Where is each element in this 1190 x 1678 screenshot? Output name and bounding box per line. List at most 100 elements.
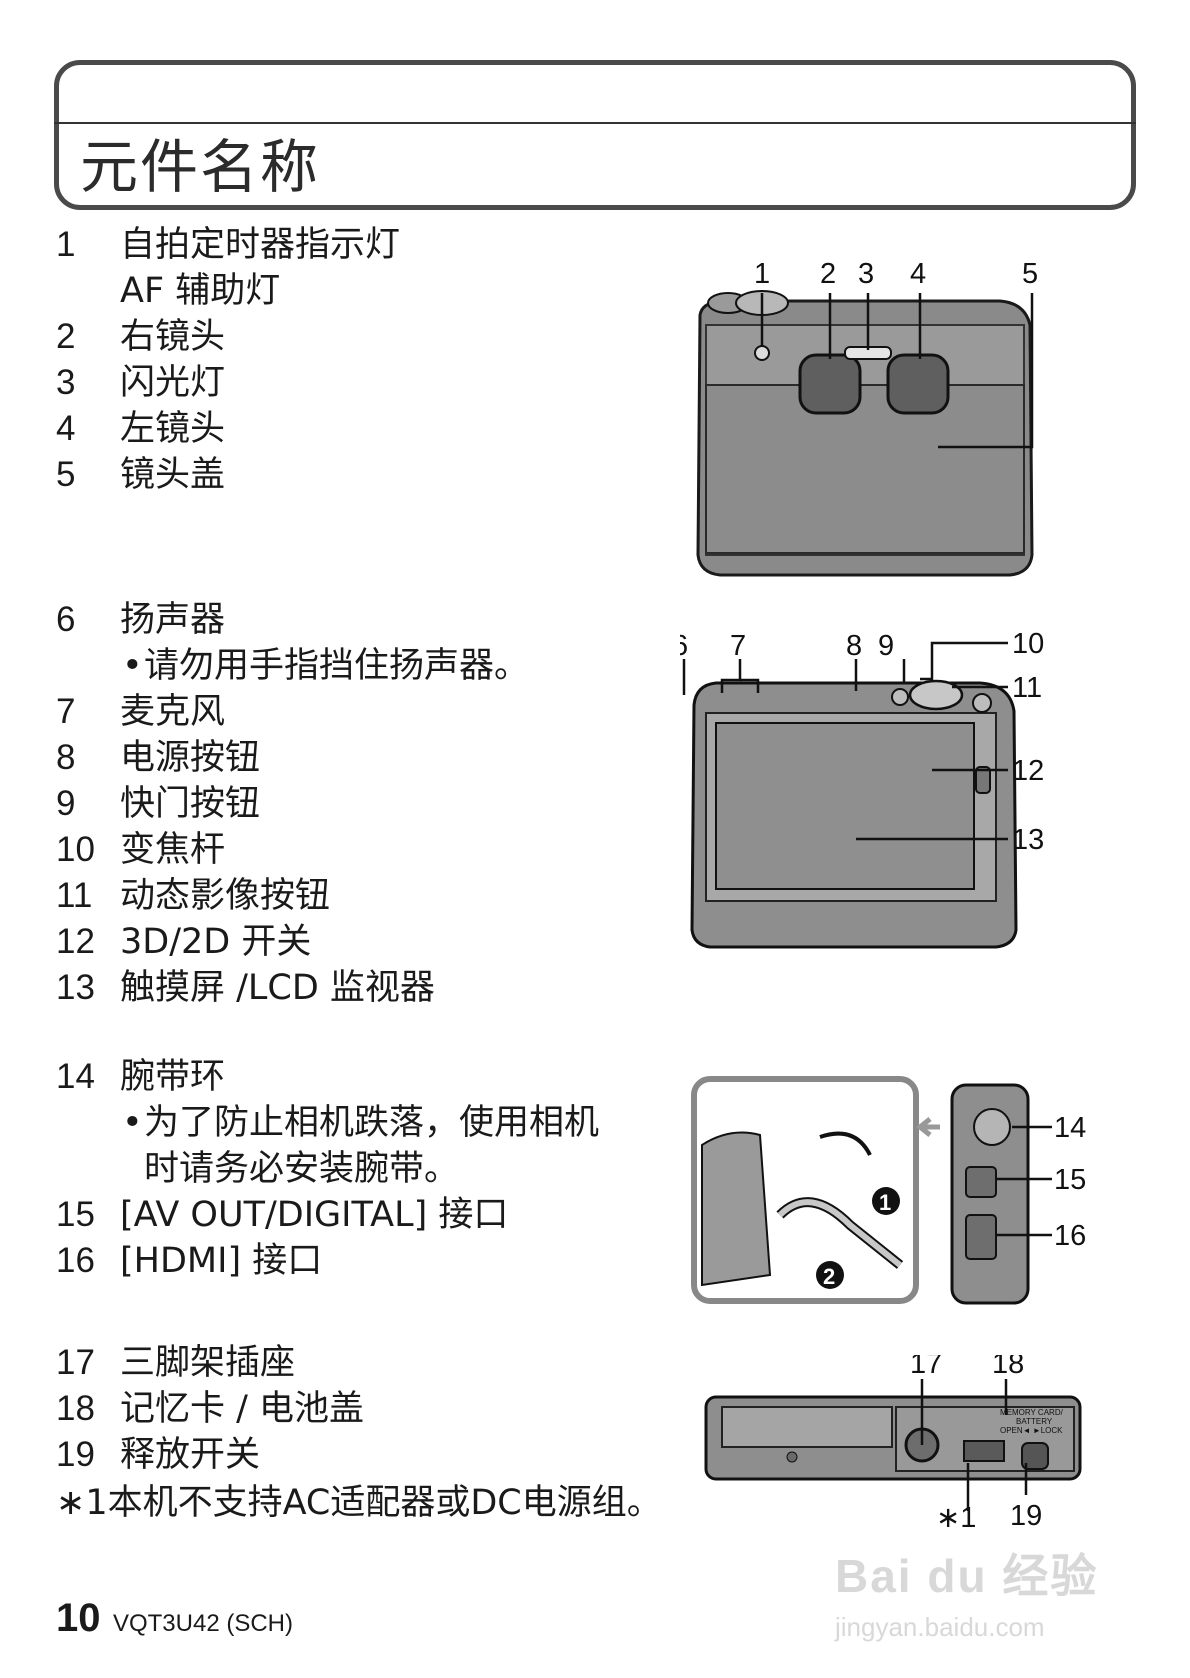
list-item: 16 [HDMI] 接口 [56, 1238, 656, 1284]
item-label: 腕带环 [120, 1057, 226, 1097]
callout-leaders-bottom [920, 1379, 1028, 1511]
callout-leaders-back [682, 641, 1008, 841]
callout-17: 17 [910, 1355, 942, 1380]
callout-2: 2 [820, 258, 836, 290]
item-label: 快门按钮 [120, 784, 261, 824]
list-item: 8 电源按钮 [56, 735, 656, 781]
callout-3: 3 [858, 258, 874, 290]
callout-18: 18 [992, 1355, 1024, 1380]
list-item: 9 快门按钮 [56, 781, 656, 827]
callout-asterisk-1: ∗1 [936, 1502, 976, 1530]
item-number: 7 [56, 692, 76, 731]
callout-13: 13 [1012, 824, 1044, 856]
item-number: 19 [56, 1435, 95, 1474]
strap-inset: 1 2 [691, 1076, 919, 1304]
callout-leaders-front [760, 293, 1034, 449]
camera-bottom-body [704, 1395, 1082, 1481]
item-number: 4 [56, 409, 76, 448]
item-number: 3 [56, 363, 76, 402]
item-label: 扬声器 [120, 600, 226, 640]
list-item: 10 变焦杆 [56, 827, 656, 873]
item-label: 左镜头 [120, 409, 226, 449]
camera-front-figure: 1 2 3 4 5 [696, 258, 1038, 577]
callout-leaders-side [996, 1125, 1052, 1237]
callout-14: 14 [1054, 1112, 1086, 1144]
note: • 为了防止相机跌落，使用相机时请务必安装腕带。 [56, 1100, 656, 1192]
item-number: 14 [56, 1057, 95, 1096]
list-item: 7 麦克风 [56, 689, 656, 735]
step-1-label: 1 [879, 1190, 891, 1215]
callout-15: 15 [1054, 1164, 1086, 1196]
item-label: 释放开关 [120, 1435, 261, 1475]
callout-11: 11 [1012, 672, 1042, 704]
list-item: 15 [AV OUT/DIGITAL] 接口 [56, 1192, 656, 1238]
list-item: 6 扬声器 [56, 597, 656, 643]
list-item: 5 镜头盖 [56, 452, 656, 498]
camera-back-figure: 6 7 8 9 10 11 12 13 [680, 628, 1044, 949]
arrow-left-icon [915, 1117, 940, 1137]
bullet-icon: • [122, 646, 143, 686]
note: • 请勿用手指挡住扬声器。 [56, 643, 656, 689]
header-frame [54, 60, 1136, 210]
item-number: 12 [56, 922, 95, 961]
page-title: 元件名称 [80, 133, 321, 201]
item-label: 自拍定时器指示灯 AF 辅助灯 [120, 225, 401, 311]
item-label: 闪光灯 [120, 363, 226, 403]
item-number: 16 [56, 1241, 95, 1280]
step-2-label: 2 [823, 1264, 835, 1289]
doc-code: VQT3U42 (SCH) [112, 1610, 293, 1637]
item-label: 触摸屏 /LCD 监视器 [120, 968, 435, 1008]
item-number: 1 [56, 225, 76, 264]
header-rule [54, 122, 1136, 124]
cover-text-line3: OPEN◄ ►LOCK [1000, 1426, 1063, 1435]
list-item: 19 释放开关 [56, 1432, 656, 1478]
camera-bottom-figure: MEMORY CARD/ BATTERY OPEN◄ ►LOCK 17 18 1… [704, 1355, 1082, 1530]
callout-12: 12 [1012, 755, 1044, 787]
item-number: 8 [56, 738, 76, 777]
callout-10: 10 [1012, 628, 1044, 660]
item-number: 11 [56, 876, 93, 915]
item-label: 记忆卡 / 电池盖 [120, 1389, 365, 1429]
callout-7: 7 [730, 630, 746, 662]
camera-back-body [690, 679, 1018, 949]
callout-4: 4 [910, 258, 926, 290]
list-item: 3 闪光灯 [56, 360, 656, 406]
item-label: [HDMI] 接口 [120, 1241, 323, 1281]
item-number: 10 [56, 830, 95, 869]
item-label: 麦克风 [120, 692, 226, 732]
callout-1: 1 [754, 258, 770, 290]
step-2-badge [816, 1261, 844, 1289]
item-label: [AV OUT/DIGITAL] 接口 [120, 1195, 509, 1235]
item-number: 15 [56, 1195, 95, 1234]
cover-text-line1: MEMORY CARD/ [1000, 1408, 1064, 1417]
list-item: 1 自拍定时器指示灯 AF 辅助灯 [56, 222, 656, 314]
callout-8: 8 [846, 630, 862, 662]
item-number: 9 [56, 784, 76, 823]
item-number: 13 [56, 968, 95, 1007]
item-label: 电源按钮 [120, 738, 261, 778]
item-label: 右镜头 [120, 317, 226, 357]
callout-6: 6 [680, 630, 688, 662]
step-1-badge [872, 1187, 900, 1215]
camera-front-body [696, 290, 1034, 577]
camera-side-body [950, 1083, 1030, 1305]
watermark-url: jingyan.baidu.com [835, 1612, 1045, 1642]
parts-list-back: 6 扬声器 • 请勿用手指挡住扬声器。 7 麦克风 8 电源按钮 9 快门按钮 10 变… [56, 597, 656, 1011]
item-number: 18 [56, 1389, 95, 1428]
item-number: 2 [56, 317, 76, 356]
list-item: 4 左镜头 [56, 406, 656, 452]
item-label: 变焦杆 [120, 830, 226, 870]
watermark: Bai du 经验 jingyan.baidu.com [835, 1540, 1098, 1643]
camera-side-figure: 1 2 14 15 16 [691, 1076, 1086, 1305]
list-item: 11 动态影像按钮 [56, 873, 656, 919]
page-footer: 10 VQT3U42 (SCH) [56, 1596, 293, 1641]
footnote: ∗1本机不支持AC适配器或DC电源组。 [56, 1483, 662, 1523]
callout-16: 16 [1054, 1220, 1086, 1252]
callout-5: 5 [1022, 258, 1038, 290]
callout-9: 9 [878, 630, 894, 662]
item-label: 3D/2D 开关 [120, 922, 312, 962]
list-item: 18 记忆卡 / 电池盖 [56, 1386, 656, 1432]
cover-text-line2: BATTERY [1016, 1417, 1053, 1426]
item-label: 动态影像按钮 [120, 876, 331, 916]
